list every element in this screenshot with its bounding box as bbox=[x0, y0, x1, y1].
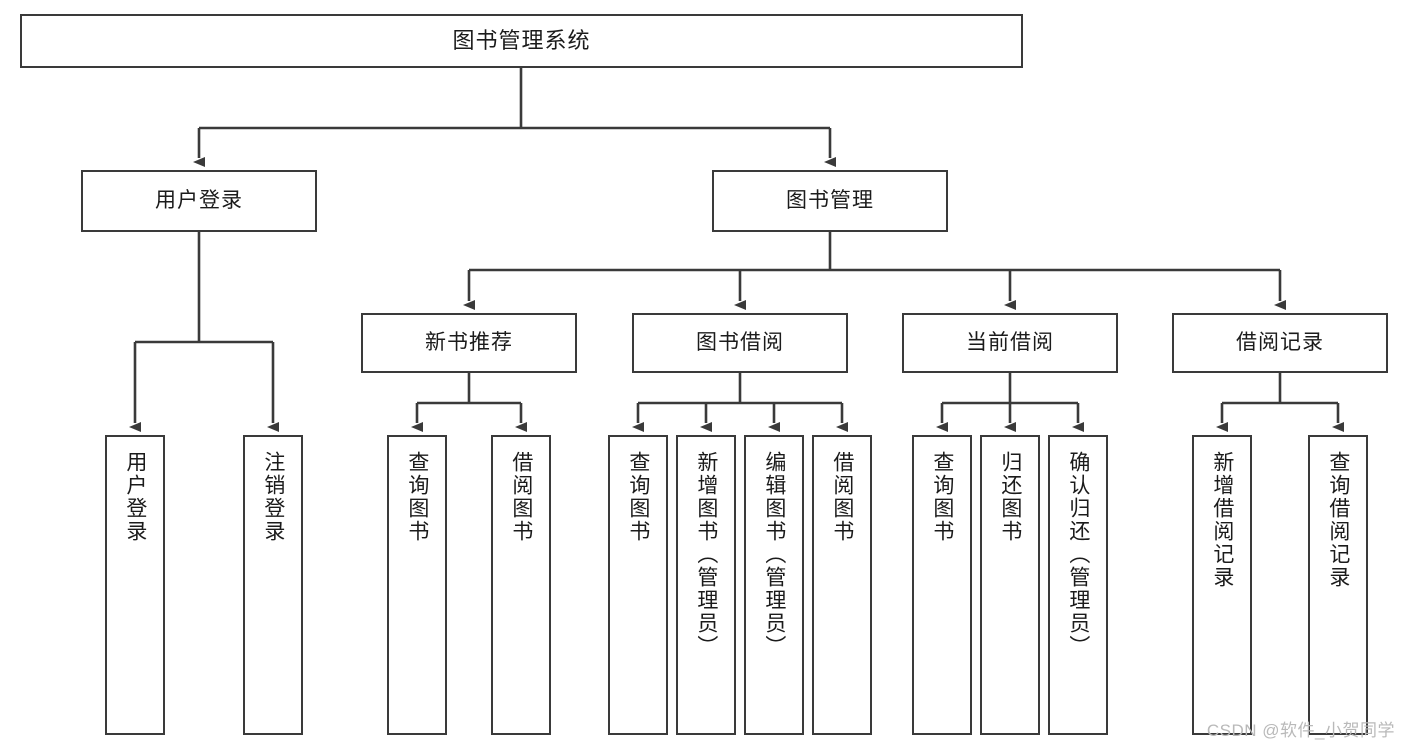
node-book-management[interactable]: 图书管理 bbox=[712, 170, 948, 232]
node-label: 归还图书 bbox=[998, 451, 1022, 543]
node-leaf-return-book[interactable]: 归还图书 bbox=[980, 435, 1040, 735]
node-book-borrow[interactable]: 图书借阅 bbox=[632, 313, 848, 373]
watermark-text: CSDN @软件_小贺同学 bbox=[1206, 721, 1395, 740]
node-label: 当前借阅 bbox=[966, 330, 1054, 354]
node-label: 新书推荐 bbox=[425, 330, 513, 354]
node-label: 查询图书 bbox=[405, 451, 429, 543]
node-label: 查询图书 bbox=[930, 451, 954, 543]
node-leaf-edit-book[interactable]: 编辑图书（管理员） bbox=[744, 435, 804, 735]
node-leaf-borrow-book-1[interactable]: 借阅图书 bbox=[491, 435, 551, 735]
node-leaf-user-login[interactable]: 用户登录 bbox=[105, 435, 165, 735]
node-label: 新增借阅记录 bbox=[1210, 451, 1234, 589]
node-label: 查询图书 bbox=[626, 451, 650, 543]
node-new-book-recommend[interactable]: 新书推荐 bbox=[361, 313, 577, 373]
node-leaf-add-book[interactable]: 新增图书（管理员） bbox=[676, 435, 736, 735]
node-leaf-query-book-2[interactable]: 查询图书 bbox=[608, 435, 668, 735]
node-leaf-query-book-3[interactable]: 查询图书 bbox=[912, 435, 972, 735]
node-label: 图书管理系统 bbox=[452, 28, 591, 54]
node-label: 新增图书（管理员） bbox=[694, 451, 718, 658]
node-label: 注销登录 bbox=[261, 451, 285, 543]
node-root-book-management-system[interactable]: 图书管理系统 bbox=[20, 14, 1023, 68]
node-label: 用户登录 bbox=[123, 451, 147, 543]
node-label: 查询借阅记录 bbox=[1326, 451, 1350, 589]
node-label: 用户登录 bbox=[155, 188, 243, 212]
node-user-login[interactable]: 用户登录 bbox=[81, 170, 317, 232]
node-label: 借阅图书 bbox=[830, 451, 854, 543]
node-label: 图书管理 bbox=[786, 188, 874, 212]
node-leaf-query-record[interactable]: 查询借阅记录 bbox=[1308, 435, 1368, 735]
node-borrow-record[interactable]: 借阅记录 bbox=[1172, 313, 1388, 373]
node-label: 确认归还（管理员） bbox=[1066, 451, 1090, 658]
node-label: 借阅记录 bbox=[1236, 330, 1324, 354]
node-leaf-logout-login[interactable]: 注销登录 bbox=[243, 435, 303, 735]
node-label: 图书借阅 bbox=[696, 330, 784, 354]
node-leaf-query-book-1[interactable]: 查询图书 bbox=[387, 435, 447, 735]
node-current-borrow[interactable]: 当前借阅 bbox=[902, 313, 1118, 373]
node-label: 编辑图书（管理员） bbox=[762, 451, 786, 658]
node-leaf-confirm-return[interactable]: 确认归还（管理员） bbox=[1048, 435, 1108, 735]
node-leaf-add-record[interactable]: 新增借阅记录 bbox=[1192, 435, 1252, 735]
node-leaf-borrow-book-2[interactable]: 借阅图书 bbox=[812, 435, 872, 735]
node-label: 借阅图书 bbox=[509, 451, 533, 543]
